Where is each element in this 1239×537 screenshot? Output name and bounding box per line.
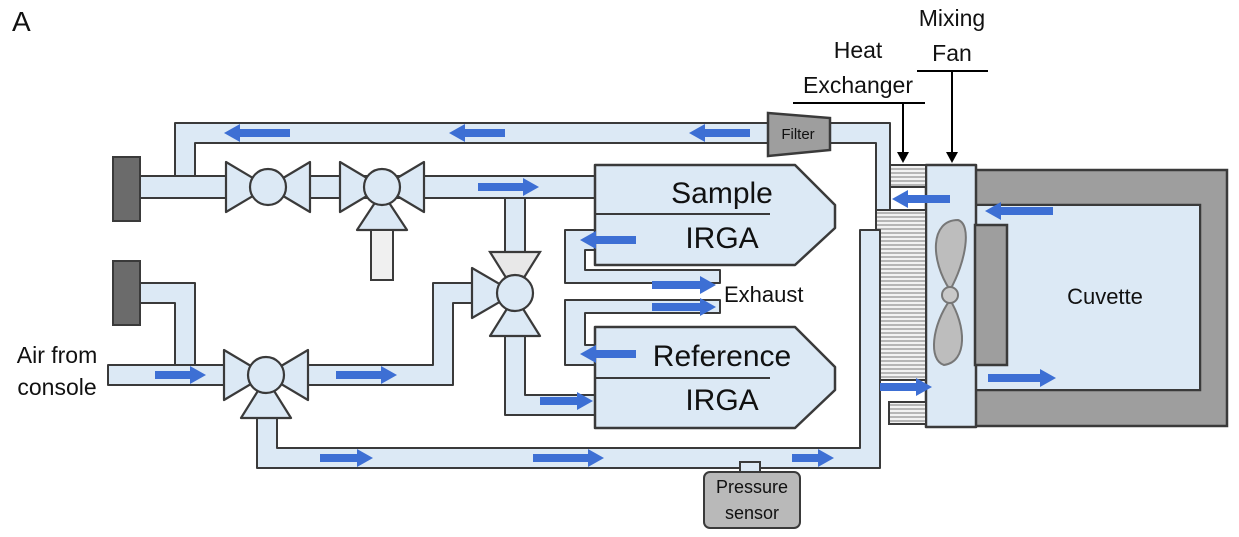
- top-outlet-cap: [112, 156, 141, 222]
- flow-arrow: [478, 178, 539, 196]
- panel-label: A: [12, 6, 31, 37]
- top-left-valve: [224, 160, 312, 214]
- reference-irga-label-line1: Reference: [653, 340, 791, 373]
- second-outlet-cap: [112, 260, 141, 326]
- mixing-fan-label-line1: Mixing: [919, 5, 985, 31]
- top-right-pipe: [827, 122, 891, 211]
- second-cap-pipe: [139, 282, 196, 366]
- switch-drop-pipe: [504, 197, 526, 256]
- heat-exchanger-top-fin: [888, 164, 927, 188]
- top-mid-valve-actuator: [370, 229, 394, 281]
- flow-arrow: [652, 298, 716, 316]
- flow-arrow: [320, 449, 373, 467]
- flow-arrow: [224, 124, 290, 142]
- mixing-fan-icon: [933, 218, 967, 367]
- flow-arrow: [689, 124, 750, 142]
- flow-arrow: [540, 392, 593, 410]
- flow-arrow: [880, 378, 932, 396]
- pressure-sensor-label-line1: Pressure: [716, 477, 788, 497]
- heat-exchanger-label-line1: Heat: [834, 37, 883, 63]
- mixing-chamber-baffle: [973, 223, 1009, 367]
- top-left-pipe-to-cap: [139, 175, 231, 199]
- heat-exchanger-label-line2: Exchanger: [803, 72, 913, 98]
- flow-arrows: [155, 124, 1056, 467]
- flow-arrow: [580, 231, 636, 249]
- top-mid-valve: [338, 160, 426, 232]
- flow-arrow: [449, 124, 505, 142]
- mixing-fan-label-line2: Fan: [932, 40, 972, 66]
- bottom-supply-pipe: [256, 229, 881, 469]
- pressure-sensor-label-line2: sensor: [725, 503, 779, 523]
- flow-arrow: [985, 202, 1053, 220]
- flow-arrow: [580, 345, 636, 363]
- flow-arrow: [988, 369, 1056, 387]
- air-inlet-label-line2: console: [17, 374, 96, 400]
- to-switch-pipe: [304, 282, 476, 386]
- flow-arrow: [533, 449, 604, 467]
- flow-arrow: [892, 190, 950, 208]
- sample-irga-label-line2: IRGA: [685, 222, 758, 255]
- cuvette-chamber: [975, 205, 1200, 390]
- flow-arrow: [336, 366, 397, 384]
- pressure-sensor: [703, 471, 801, 529]
- reference-irga-label-line2: IRGA: [685, 384, 758, 417]
- inlet-valve: [222, 348, 310, 420]
- flow-arrow: [792, 449, 834, 467]
- heat-exchanger-bottom-fin: [888, 401, 927, 425]
- switching-valve: [470, 250, 542, 338]
- flow-arrow: [155, 366, 206, 384]
- cuvette-label: Cuvette: [1067, 284, 1143, 309]
- filter-label: Filter: [781, 126, 814, 143]
- exhaust-label: Exhaust: [724, 282, 804, 307]
- air-inlet-label-line1: Air from: [17, 342, 98, 368]
- flow-arrow: [652, 276, 716, 294]
- filter: [766, 111, 832, 158]
- sample-irga-label-line1: Sample: [671, 177, 773, 210]
- heat-exchanger: [875, 209, 927, 381]
